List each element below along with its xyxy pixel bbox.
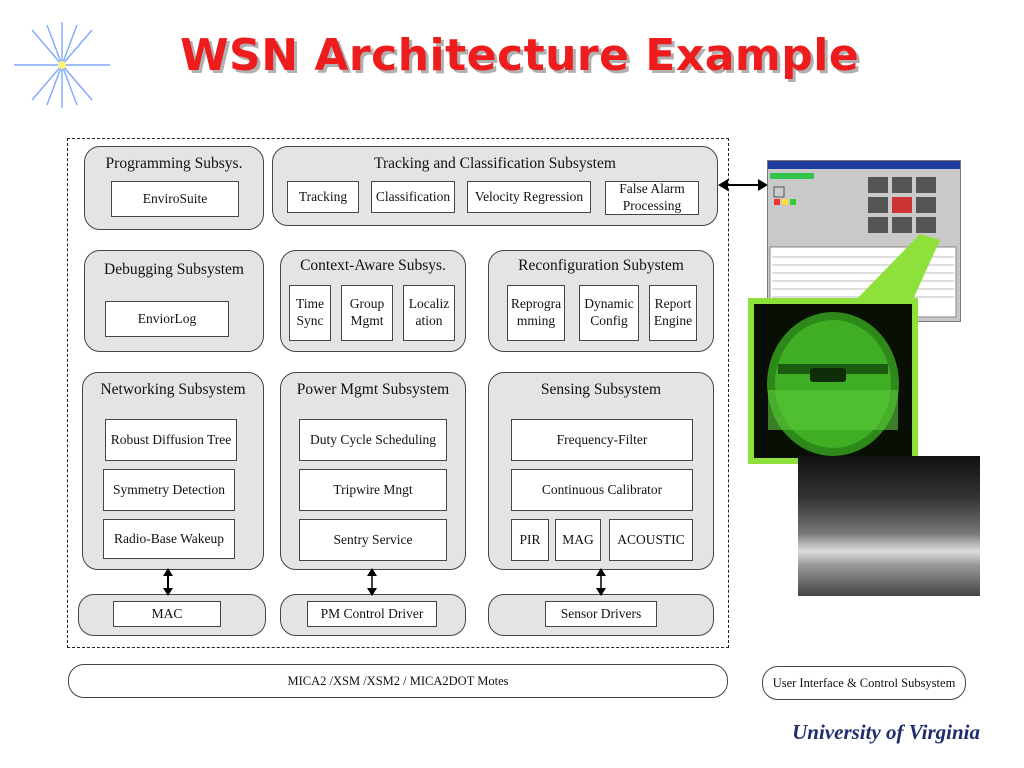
night-vision-image [748, 298, 918, 464]
frequency-filter-box: Frequency-Filter [511, 419, 693, 461]
ui-link-arrow [718, 179, 768, 191]
duty-cycle-scheduling-box: Duty Cycle Scheduling [299, 419, 447, 461]
sensor-arrow [596, 568, 606, 596]
zoom-connector [850, 234, 940, 306]
group-mgmt-box: Group Mgmt [341, 285, 393, 341]
networking-subsystem: Networking Subsystem Robust Diffusion Tr… [82, 372, 264, 570]
mac-box: MAC [113, 601, 221, 627]
programming-subsystem: Programming Subsys. EnviroSuite [84, 146, 264, 230]
thermal-image [798, 456, 980, 596]
debugging-subsystem: Debugging Subsystem EnviorLog [84, 250, 264, 352]
sentry-service-box: Sentry Service [299, 519, 447, 561]
envirosuite-box: EnviroSuite [111, 181, 239, 217]
context-title: Context-Aware Subsys. [300, 257, 446, 274]
robust-diffusion-tree-box: Robust Diffusion Tree [105, 419, 237, 461]
classification-box: Classification [371, 181, 455, 213]
pm-arrow [367, 568, 377, 596]
university-logo: University of Virginia [792, 720, 980, 744]
acoustic-box: ACOUSTIC [609, 519, 693, 561]
reconfiguration-subsystem: Reconfiguration Subystem Reprogra mming … [488, 250, 714, 352]
symmetry-detection-box: Symmetry Detection [103, 469, 235, 511]
star-icon [14, 22, 110, 108]
localization-box: Localiz ation [403, 285, 455, 341]
reprogramming-box: Reprogra mming [507, 285, 565, 341]
sensor-drivers-box: Sensor Drivers [545, 601, 657, 627]
mac-arrow [163, 568, 173, 596]
sensing-subsystem: Sensing Subsystem Frequency-Filter Conti… [488, 372, 714, 570]
architecture-boundary [67, 138, 729, 648]
velocity-regression-box: Velocity Regression [467, 181, 591, 213]
reconfig-title: Reconfiguration Subystem [518, 257, 684, 274]
dynamic-config-box: Dynamic Config [579, 285, 639, 341]
motes-bar: MICA2 /XSM /XSM2 / MICA2DOT Motes [68, 664, 728, 698]
radio-base-wakeup-box: Radio-Base Wakeup [103, 519, 235, 559]
enviorlog-box: EnviorLog [105, 301, 229, 337]
pm-control-driver-box: PM Control Driver [307, 601, 437, 627]
ui-control-subsystem: User Interface & Control Subsystem [762, 666, 966, 700]
debugging-title: Debugging Subsystem [104, 261, 244, 278]
pir-box: PIR [511, 519, 549, 561]
networking-title: Networking Subsystem [100, 381, 246, 398]
mac-driver-panel: MAC [78, 594, 266, 636]
false-alarm-box: False Alarm Processing [605, 181, 699, 215]
context-aware-subsystem: Context-Aware Subsys. Time Sync Group Mg… [280, 250, 466, 352]
tracking-title: Tracking and Classification Subsystem [374, 155, 616, 172]
programming-title: Programming Subsys. [105, 155, 243, 172]
power-mgmt-subsystem: Power Mgmt Subsystem Duty Cycle Scheduli… [280, 372, 466, 570]
sensing-title: Sensing Subsystem [540, 381, 662, 398]
sensor-driver-panel: Sensor Drivers [488, 594, 714, 636]
power-title: Power Mgmt Subsystem [296, 381, 450, 398]
slide-title: WSN Architecture Example [180, 30, 860, 81]
pm-driver-panel: PM Control Driver [280, 594, 466, 636]
continuous-calibrator-box: Continuous Calibrator [511, 469, 693, 511]
tracking-box: Tracking [287, 181, 359, 213]
mag-box: MAG [555, 519, 601, 561]
time-sync-box: Time Sync [289, 285, 331, 341]
tracking-subsystem: Tracking and Classification Subsystem Tr… [272, 146, 718, 226]
report-engine-box: Report Engine [649, 285, 697, 341]
tripwire-mngt-box: Tripwire Mngt [299, 469, 447, 511]
